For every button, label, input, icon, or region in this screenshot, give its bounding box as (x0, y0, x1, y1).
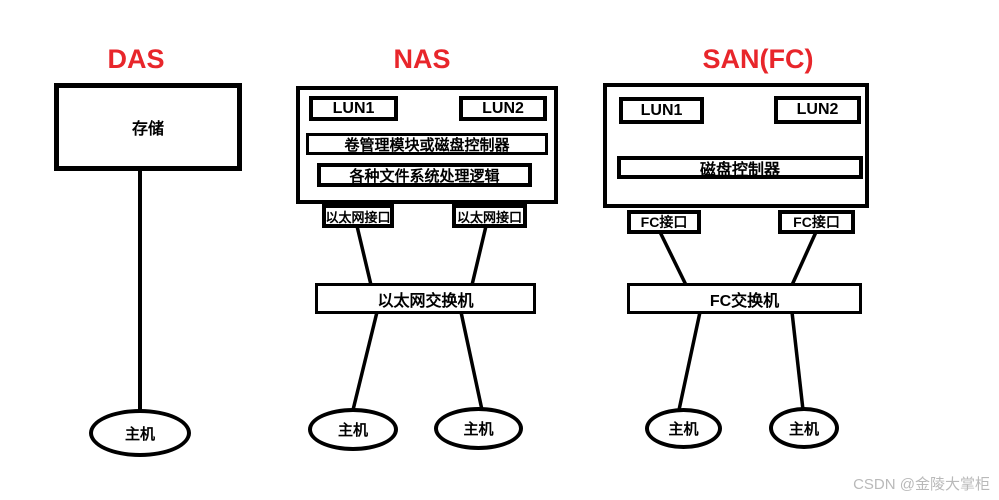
csdn-watermark: CSDN @金陵大掌柜 (853, 476, 990, 493)
nas-volume-module-box: 卷管理模块或磁盘控制器 (306, 133, 548, 155)
nas-lun2-box: LUN2 (459, 96, 547, 121)
nas-interface-right-to-switch-line (470, 225, 488, 286)
san-title: SAN(FC) (702, 44, 814, 74)
san-fc-interface-left-box: FC接口 (627, 210, 701, 234)
san-lun1-box: LUN1 (619, 97, 704, 124)
das-title: DAS (107, 44, 165, 74)
nas-lun1-box: LUN1 (309, 96, 398, 121)
san-fc-interface-right-box: FC接口 (778, 210, 855, 234)
san-interface-right-to-switch-line (790, 231, 818, 286)
san-disk-controller-box: 磁盘控制器 (617, 156, 863, 179)
nas-switch-to-host-left-line (351, 311, 379, 411)
san-interface-left-to-switch-line (658, 231, 688, 286)
nas-eth-interface-left-box: 以太网接口 (322, 204, 394, 228)
san-switch-to-host-left-line (677, 311, 702, 411)
nas-eth-switch-box: 以太网交换机 (315, 283, 536, 314)
nas-title: NAS (393, 44, 451, 74)
nas-host-right-ellipse: 主机 (434, 407, 523, 450)
nas-interface-left-to-switch-line (355, 225, 373, 286)
das-host-ellipse: 主机 (89, 409, 191, 457)
san-host-left-ellipse: 主机 (645, 408, 722, 449)
nas-switch-to-host-right-line (459, 311, 484, 411)
das-storage-box: 存储 (54, 83, 242, 171)
san-host-right-ellipse: 主机 (769, 407, 839, 449)
san-fc-switch-box: FC交换机 (627, 283, 862, 314)
san-lun2-box: LUN2 (774, 96, 861, 124)
nas-eth-interface-right-box: 以太网接口 (452, 204, 527, 228)
san-switch-to-host-right-line (790, 311, 805, 411)
nas-filesystem-logic-box: 各种文件系统处理逻辑 (317, 163, 532, 187)
nas-host-left-ellipse: 主机 (308, 408, 398, 451)
